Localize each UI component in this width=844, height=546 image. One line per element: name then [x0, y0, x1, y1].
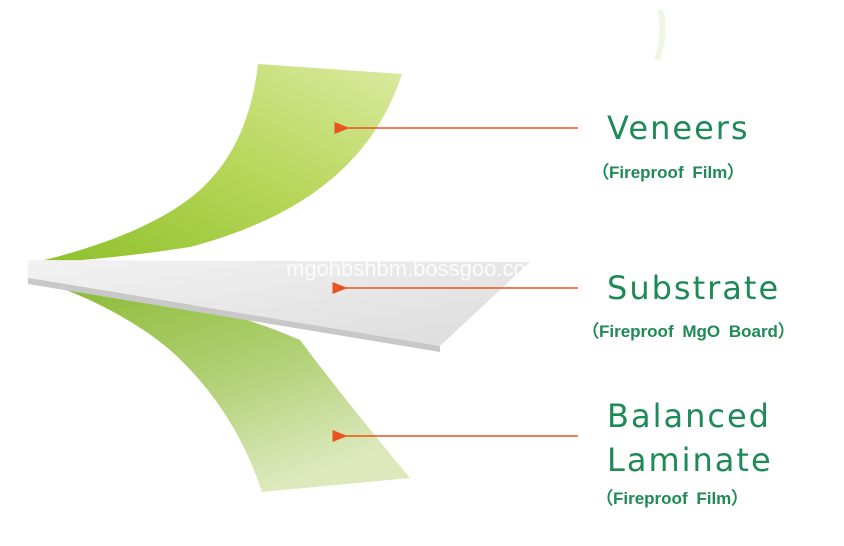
balanced-label-line1: Balanced [607, 397, 771, 435]
veneer-sheet [28, 64, 402, 264]
decorative-streak [654, 9, 666, 61]
substrate-board-edge [28, 278, 440, 352]
balanced-sublabel: （Fireproof Film） [596, 489, 749, 508]
veneers-sublabel: （Fireproof Film） [592, 163, 745, 182]
balanced-laminate-sheet [28, 276, 410, 492]
substrate-sublabel: （Fireproof MgO Board） [582, 322, 795, 341]
substrate-label: Substrate [607, 269, 781, 307]
substrate-board [28, 260, 530, 346]
watermark: mgohbshbm.bossgoo.com [286, 256, 524, 281]
veneers-label: Veneers [607, 109, 750, 147]
balanced-label-line2: Laminate [607, 441, 773, 479]
